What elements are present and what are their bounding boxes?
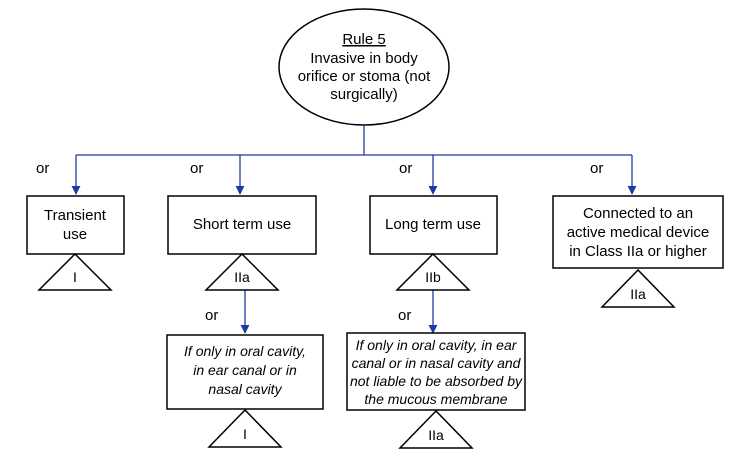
node-oral-short-line-3: nasal cavity [208,381,282,397]
node-connected-line-1: Connected to an [583,205,693,222]
root-title: Rule 5 [342,31,385,48]
or-label-6: or [398,307,411,324]
node-transient-use-line-2: use [63,226,87,243]
node-transient-use [26,195,125,255]
node-oral-long-line-3: not liable to be absorbed by [350,373,523,389]
class-triangle-long-term [395,252,471,291]
class-triangle-oral-short [207,408,283,448]
or-label-2: or [190,160,203,177]
class-label-oral-long: IIa [428,427,444,443]
class-triangle-oral-long [398,409,474,449]
or-label-1: or [36,160,49,177]
class-label-long-term: IIb [425,269,441,285]
node-oral-short-line-1: If only in oral cavity, [184,343,306,359]
class-label-transient: I [73,269,77,285]
node-connected-line-3: in Class IIa or higher [569,243,707,260]
root-line-2: orifice or stoma (not [298,68,431,85]
node-short-term-use-label: Short term use [193,216,291,233]
node-oral-long-line-4: the mucous membrane [364,391,507,407]
class-label-short-term: IIa [234,269,250,285]
node-transient-use-line-1: Transient [44,207,107,224]
class-triangle-connected [600,268,676,308]
class-triangle-transient [37,252,113,291]
class-label-oral-short: I [243,426,247,442]
or-label-3: or [399,160,412,177]
connectors [71,125,637,334]
node-oral-cavity-long [346,332,526,411]
node-oral-cavity-short [166,334,324,410]
root-line-3: surgically) [330,86,398,103]
node-connected-active-device [552,195,724,269]
class-label-connected: IIa [630,286,646,302]
node-oral-short-line-2: in ear canal or in [193,362,297,378]
node-long-term-use-label: Long term use [385,216,481,233]
node-connected-line-2: active medical device [567,224,710,241]
node-short-term-use [167,195,317,255]
class-triangle-short-term [204,252,280,291]
root-node [278,8,450,126]
node-oral-long-line-1: If only in oral cavity, in ear [356,337,518,353]
or-label-4: or [590,160,603,177]
node-oral-long-line-2: canal or in nasal cavity and [352,355,522,371]
or-label-5: or [205,307,218,324]
root-line-1: Invasive in body [310,50,418,67]
